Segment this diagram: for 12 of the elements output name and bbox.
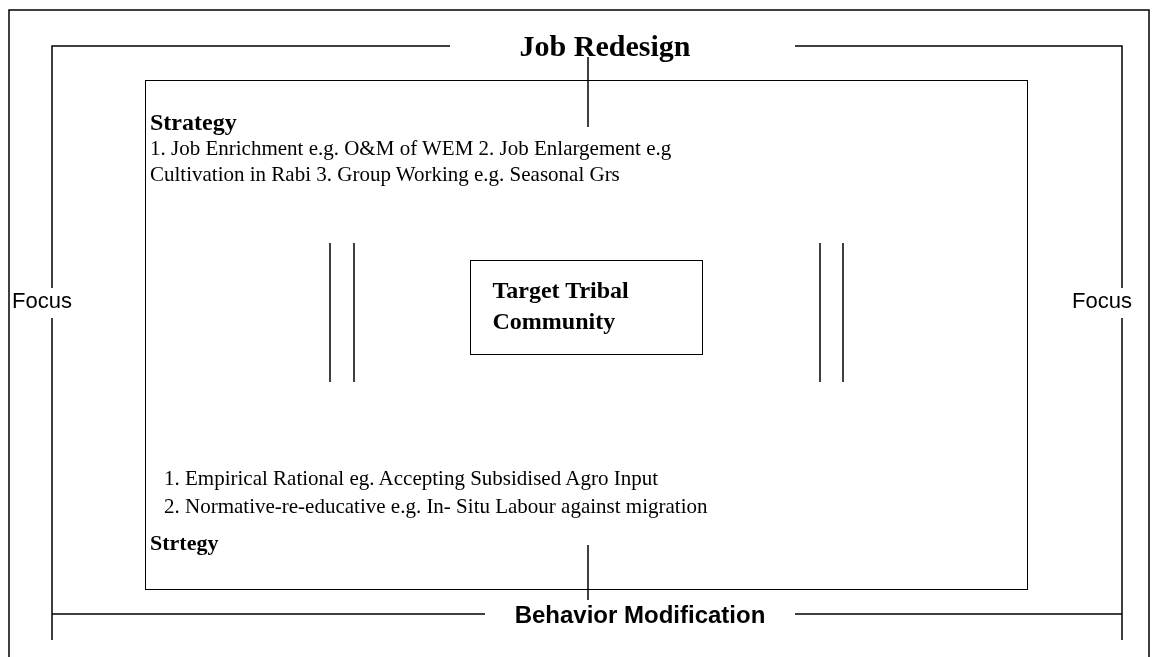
inner-box <box>145 80 1028 590</box>
title-text: Job Redesign <box>490 28 720 64</box>
target-label: Target Tribal Community <box>492 275 630 336</box>
connector-line <box>587 544 589 601</box>
bottom-heading: Behavior Modification <box>485 600 795 630</box>
target-box <box>469 259 703 355</box>
strategy-item: 2. Normative-re-educative e.g. In- Situ Labour against migration <box>163 493 708 520</box>
strategy-item: 1. Empirical Rational eg. Accepting Subsidised Agro Input <box>163 465 658 492</box>
connector-line <box>587 56 589 128</box>
strategy-heading: Strtegy <box>150 529 220 557</box>
strategy-heading: Strategy <box>150 108 238 137</box>
strategy-list: 1. Job Enrichment e.g. O&M of WEM 2. Job Enlargement e.g Cultivation in Rabi 3. Group Working e.g. Seasonal Grs <box>150 135 750 188</box>
